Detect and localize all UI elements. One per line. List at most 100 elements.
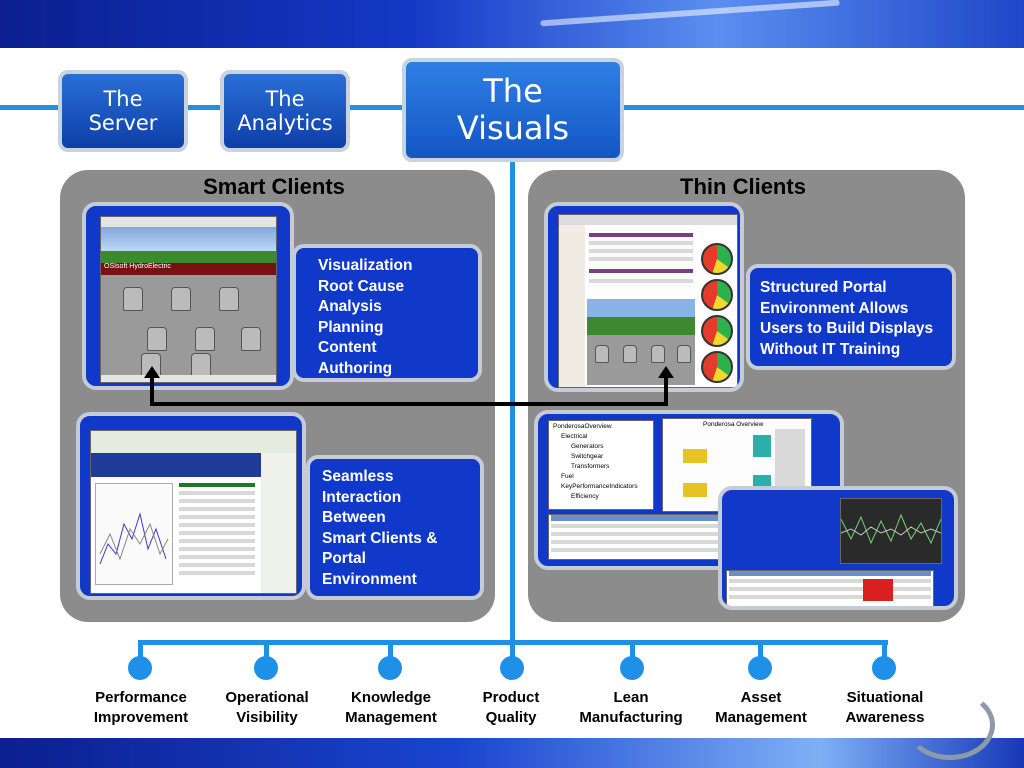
outcome-situational-awareness: Situational Awareness [845,689,925,726]
tab-the-analytics[interactable]: The Analytics [220,70,350,152]
mini-hydro-units [587,335,695,385]
node-stem [138,640,143,660]
trend-lines [841,513,941,545]
content-row [589,241,693,245]
table-row [729,579,931,583]
portal-screenshot [558,214,738,388]
node-stem [388,640,393,660]
sky-graphic [101,227,276,255]
table-row [179,507,255,511]
table-row [551,524,827,528]
node-marker [620,656,644,680]
portal-screenshot-frame [544,202,744,392]
gauge-icon [701,279,733,311]
hydro-screenshot-frame: OSIsoft HydroElectric [82,202,294,390]
gauge-icon [701,243,733,275]
table-row [179,515,255,519]
unit-icon [651,345,665,363]
tree-root[interactable]: PonderosaOverview [553,423,612,430]
data-table [177,483,257,587]
generator-block [683,483,707,497]
node-marker [872,656,896,680]
trend-chart [95,483,173,585]
unit-icon [623,345,637,363]
generator-icon [123,287,143,311]
node-stem [882,640,887,660]
tab-connector-line [0,105,405,110]
tree-item[interactable]: Switchgear [571,453,604,460]
outcome-performance-improvement: Performance Improvement [93,689,189,726]
tree-item[interactable]: Transformers [571,463,610,470]
generator-icon [241,327,261,351]
tab-connector-line-right [620,105,1024,110]
tree-item[interactable]: Efficiency [571,493,599,500]
tab-the-visuals[interactable]: The Visuals [402,58,624,162]
toolbar [101,217,276,227]
banner-streak [540,0,840,27]
outcome-product-quality: Product Quality [482,689,540,726]
outcome-lean-manufacturing: Lean Manufacturing [579,689,683,726]
table-row [551,532,827,536]
ribbon [91,431,296,453]
tree-item[interactable]: KeyPerformanceIndicators [561,483,638,490]
table-row [179,531,255,535]
table-row [551,540,827,544]
table-row [179,539,255,543]
smart-features-box: Visualization Root Cause Analysis Planni… [292,244,482,382]
tree-item[interactable]: Electrical [561,433,588,440]
arrow-head-left-icon [144,366,160,378]
hydro-title-bar: OSIsoft HydroElectric [101,263,276,275]
spreadsheet-screenshot-frame [76,412,306,600]
unit-icon [677,345,691,363]
mini-hydro-graphic [587,299,695,335]
trend-display [840,498,942,564]
table-row [179,547,255,551]
side-pane [261,453,296,593]
table-row [179,499,255,503]
generator-icon [147,327,167,351]
generator-icon [191,353,211,377]
tree-item[interactable]: Fuel [561,473,574,480]
smart-clients-title: Smart Clients [203,174,345,199]
table-row [179,555,255,559]
table-row [179,571,255,575]
tree-item[interactable]: Generators [571,443,604,450]
status-table [726,570,934,606]
outcome-asset-management: Asset Management [715,689,807,726]
node-marker [748,656,772,680]
trend-screenshot-frame [718,486,958,610]
top-banner [0,0,1024,48]
bottom-banner [0,738,1024,768]
generator-block [683,449,707,463]
arrow-right-leg [664,376,668,406]
overview-title: Ponderosa Overview [703,421,764,428]
spreadsheet-screenshot [90,430,297,594]
thin-clients-title: Thin Clients [680,174,806,199]
browser-toolbar [559,215,737,225]
table-row [551,548,827,552]
unit-icon [595,345,609,363]
portal-content [587,229,695,289]
logo-swirl [905,690,995,760]
table-header [551,515,827,521]
portal-nav [559,225,585,387]
seamless-interaction-box: Seamless Interaction Between Smart Clien… [306,455,484,600]
node-marker [128,656,152,680]
content-row [589,249,693,253]
content-row [589,269,693,273]
outcome-operational-visibility: Operational Visibility [225,689,309,726]
outcome-knowledge-management: Knowledge Management [345,689,437,726]
hill-graphic [101,251,276,263]
table-row [179,491,255,495]
content-row [589,279,693,283]
structured-portal-box: Structured Portal Environment Allows Use… [746,264,956,370]
node-stem [758,640,763,660]
arrow-left-leg [150,376,154,406]
node-marker [254,656,278,680]
gauge-icon [701,315,733,347]
generator-icon [219,287,239,311]
node-stem [264,640,269,660]
tab-the-server[interactable]: The Server [58,70,188,152]
generator-icon [195,327,215,351]
gauge-icon [701,351,733,383]
